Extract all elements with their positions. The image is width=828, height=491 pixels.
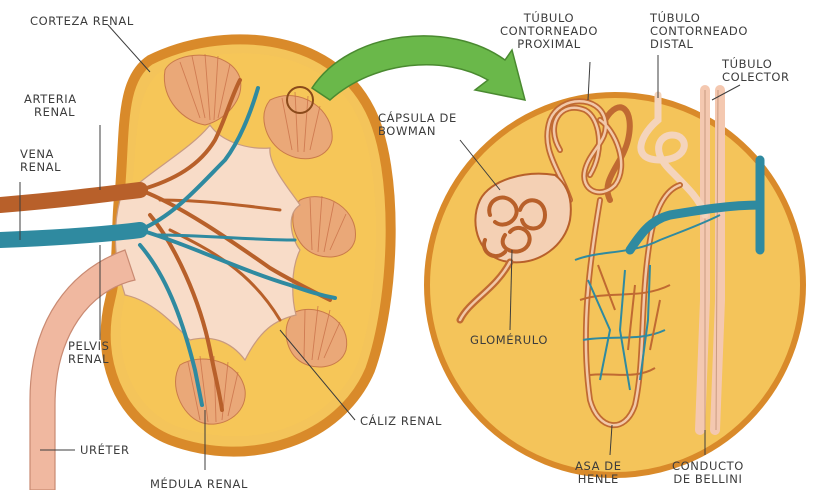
- label-ureter: URÉTER: [80, 443, 130, 457]
- ureter-tube: [29, 249, 136, 490]
- label-glomerulo: GLOMÉRULO: [470, 333, 549, 347]
- proximal-tubule-highlight: [546, 100, 623, 202]
- label-capsula-bowman: CÁPSULA DE BOWMAN: [378, 112, 457, 138]
- label-conducto-bellini: CONDUCTO DE BELLINI: [672, 460, 744, 486]
- renal-artery: [0, 78, 332, 412]
- label-tubulo-distal: TÚBULO CONTORNEADO DISTAL: [650, 12, 748, 51]
- label-capsula-bowman-line-2: BOWMAN: [378, 124, 437, 138]
- leader-lines: [19, 24, 741, 470]
- renal-pyramids: [163, 54, 356, 425]
- label-tubulo-distal-line-2: CONTORNEADO: [650, 24, 748, 38]
- label-vena-renal-line-1: VENA: [20, 147, 55, 161]
- label-asa-henle: ASA DE HENLE: [575, 460, 622, 486]
- glomerulus: [482, 195, 548, 259]
- label-tubulo-colector: TÚBULO COLECTOR: [722, 58, 790, 84]
- distal-tubule: [637, 91, 709, 219]
- label-tubulo-distal-line-1: TÚBULO: [650, 11, 701, 25]
- label-medula-renal: MÉDULA RENAL: [150, 477, 248, 491]
- label-vena-renal: VENA RENAL: [20, 148, 61, 174]
- label-arteria-renal-line-2: RENAL: [34, 105, 76, 119]
- label-caliz-renal: CÁLIZ RENAL: [360, 414, 442, 428]
- efferent-vein: [625, 155, 765, 255]
- label-tubulo-proximal-line-1: TÚBULO: [523, 11, 575, 25]
- label-pelvis-renal-line-1: PELVIS: [68, 339, 110, 353]
- pyramid-5: [175, 358, 246, 425]
- label-arteria-renal: ARTERIA RENAL: [24, 93, 77, 119]
- capillary-network: [574, 214, 721, 391]
- label-pelvis-renal: PELVIS RENAL: [68, 340, 110, 366]
- label-arteria-renal-line-1: ARTERIA: [24, 92, 77, 106]
- label-tubulo-proximal: TÚBULO CONTORNEADO PROXIMAL: [500, 12, 598, 51]
- label-tubulo-distal-line-3: DISTAL: [650, 37, 694, 51]
- label-asa-henle-line-2: HENLE: [577, 472, 619, 486]
- zoom-arrow: [310, 35, 527, 101]
- label-corteza-renal: CORTEZA RENAL: [30, 14, 134, 28]
- renal-vein: [0, 86, 337, 407]
- label-tubulo-colector-line-1: TÚBULO: [722, 57, 773, 71]
- label-tubulo-proximal-line-2: CONTORNEADO: [500, 24, 598, 38]
- label-conducto-bellini-line-1: CONDUCTO: [672, 459, 744, 473]
- kidney-cross-section: [0, 34, 396, 490]
- label-pelvis-renal-line-2: RENAL: [68, 352, 110, 366]
- zoom-origin-circle: [286, 86, 314, 114]
- label-vena-renal-line-2: RENAL: [20, 160, 62, 174]
- pyramid-striations: [179, 53, 347, 423]
- nephron-circle: [424, 92, 806, 478]
- nephron-detail: [424, 85, 806, 478]
- label-tubulo-proximal-line-3: PROXIMAL: [517, 37, 581, 51]
- label-asa-henle-line-1: ASA DE: [575, 459, 622, 473]
- label-conducto-bellini-line-2: DE BELLINI: [673, 472, 743, 486]
- label-tubulo-colector-line-2: COLECTOR: [722, 70, 790, 84]
- pyramid-3: [292, 196, 356, 258]
- label-capsula-bowman-line-1: CÁPSULA DE: [378, 111, 457, 125]
